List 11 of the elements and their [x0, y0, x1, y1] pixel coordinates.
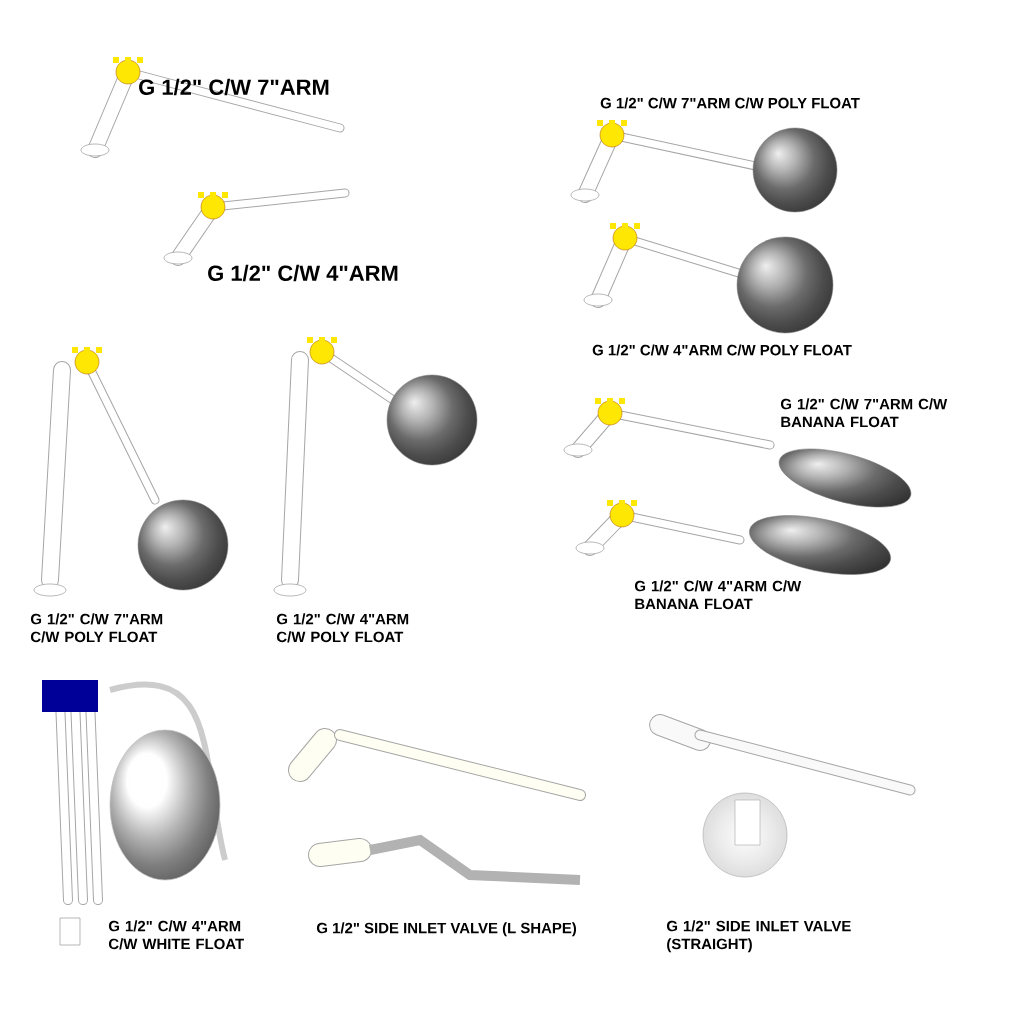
product-label: G 1/2" C/W 4"ARM C/W WHITE FLOAT: [108, 920, 244, 950]
product-label: G 1/2" C/W 4"ARM C/W BANANA FLOAT: [634, 580, 802, 610]
product-label: G 1/2" SIDE INLET VALVE (STRAIGHT): [666, 920, 851, 953]
product-label: G 1/2" C/W 4"ARM C/W POLY FLOAT: [592, 344, 852, 356]
product-label: G 1/2" C/W 7"ARM C/W POLY FLOAT: [30, 613, 163, 643]
product-label: G 1/2" SIDE INLET VALVE (L SHAPE): [316, 922, 577, 937]
product-label: G 1/2" C/W 7"ARM C/W BANANA FLOAT: [780, 398, 948, 428]
product-label: G 1/2" C/W 7"ARM: [139, 78, 329, 96]
product-label: G 1/2" C/W 4"ARM C/W POLY FLOAT: [276, 613, 409, 643]
product-label: G 1/2" C/W 7"ARM C/W POLY FLOAT: [600, 97, 860, 109]
product-label: G 1/2" C/W 4"ARM: [208, 264, 398, 282]
